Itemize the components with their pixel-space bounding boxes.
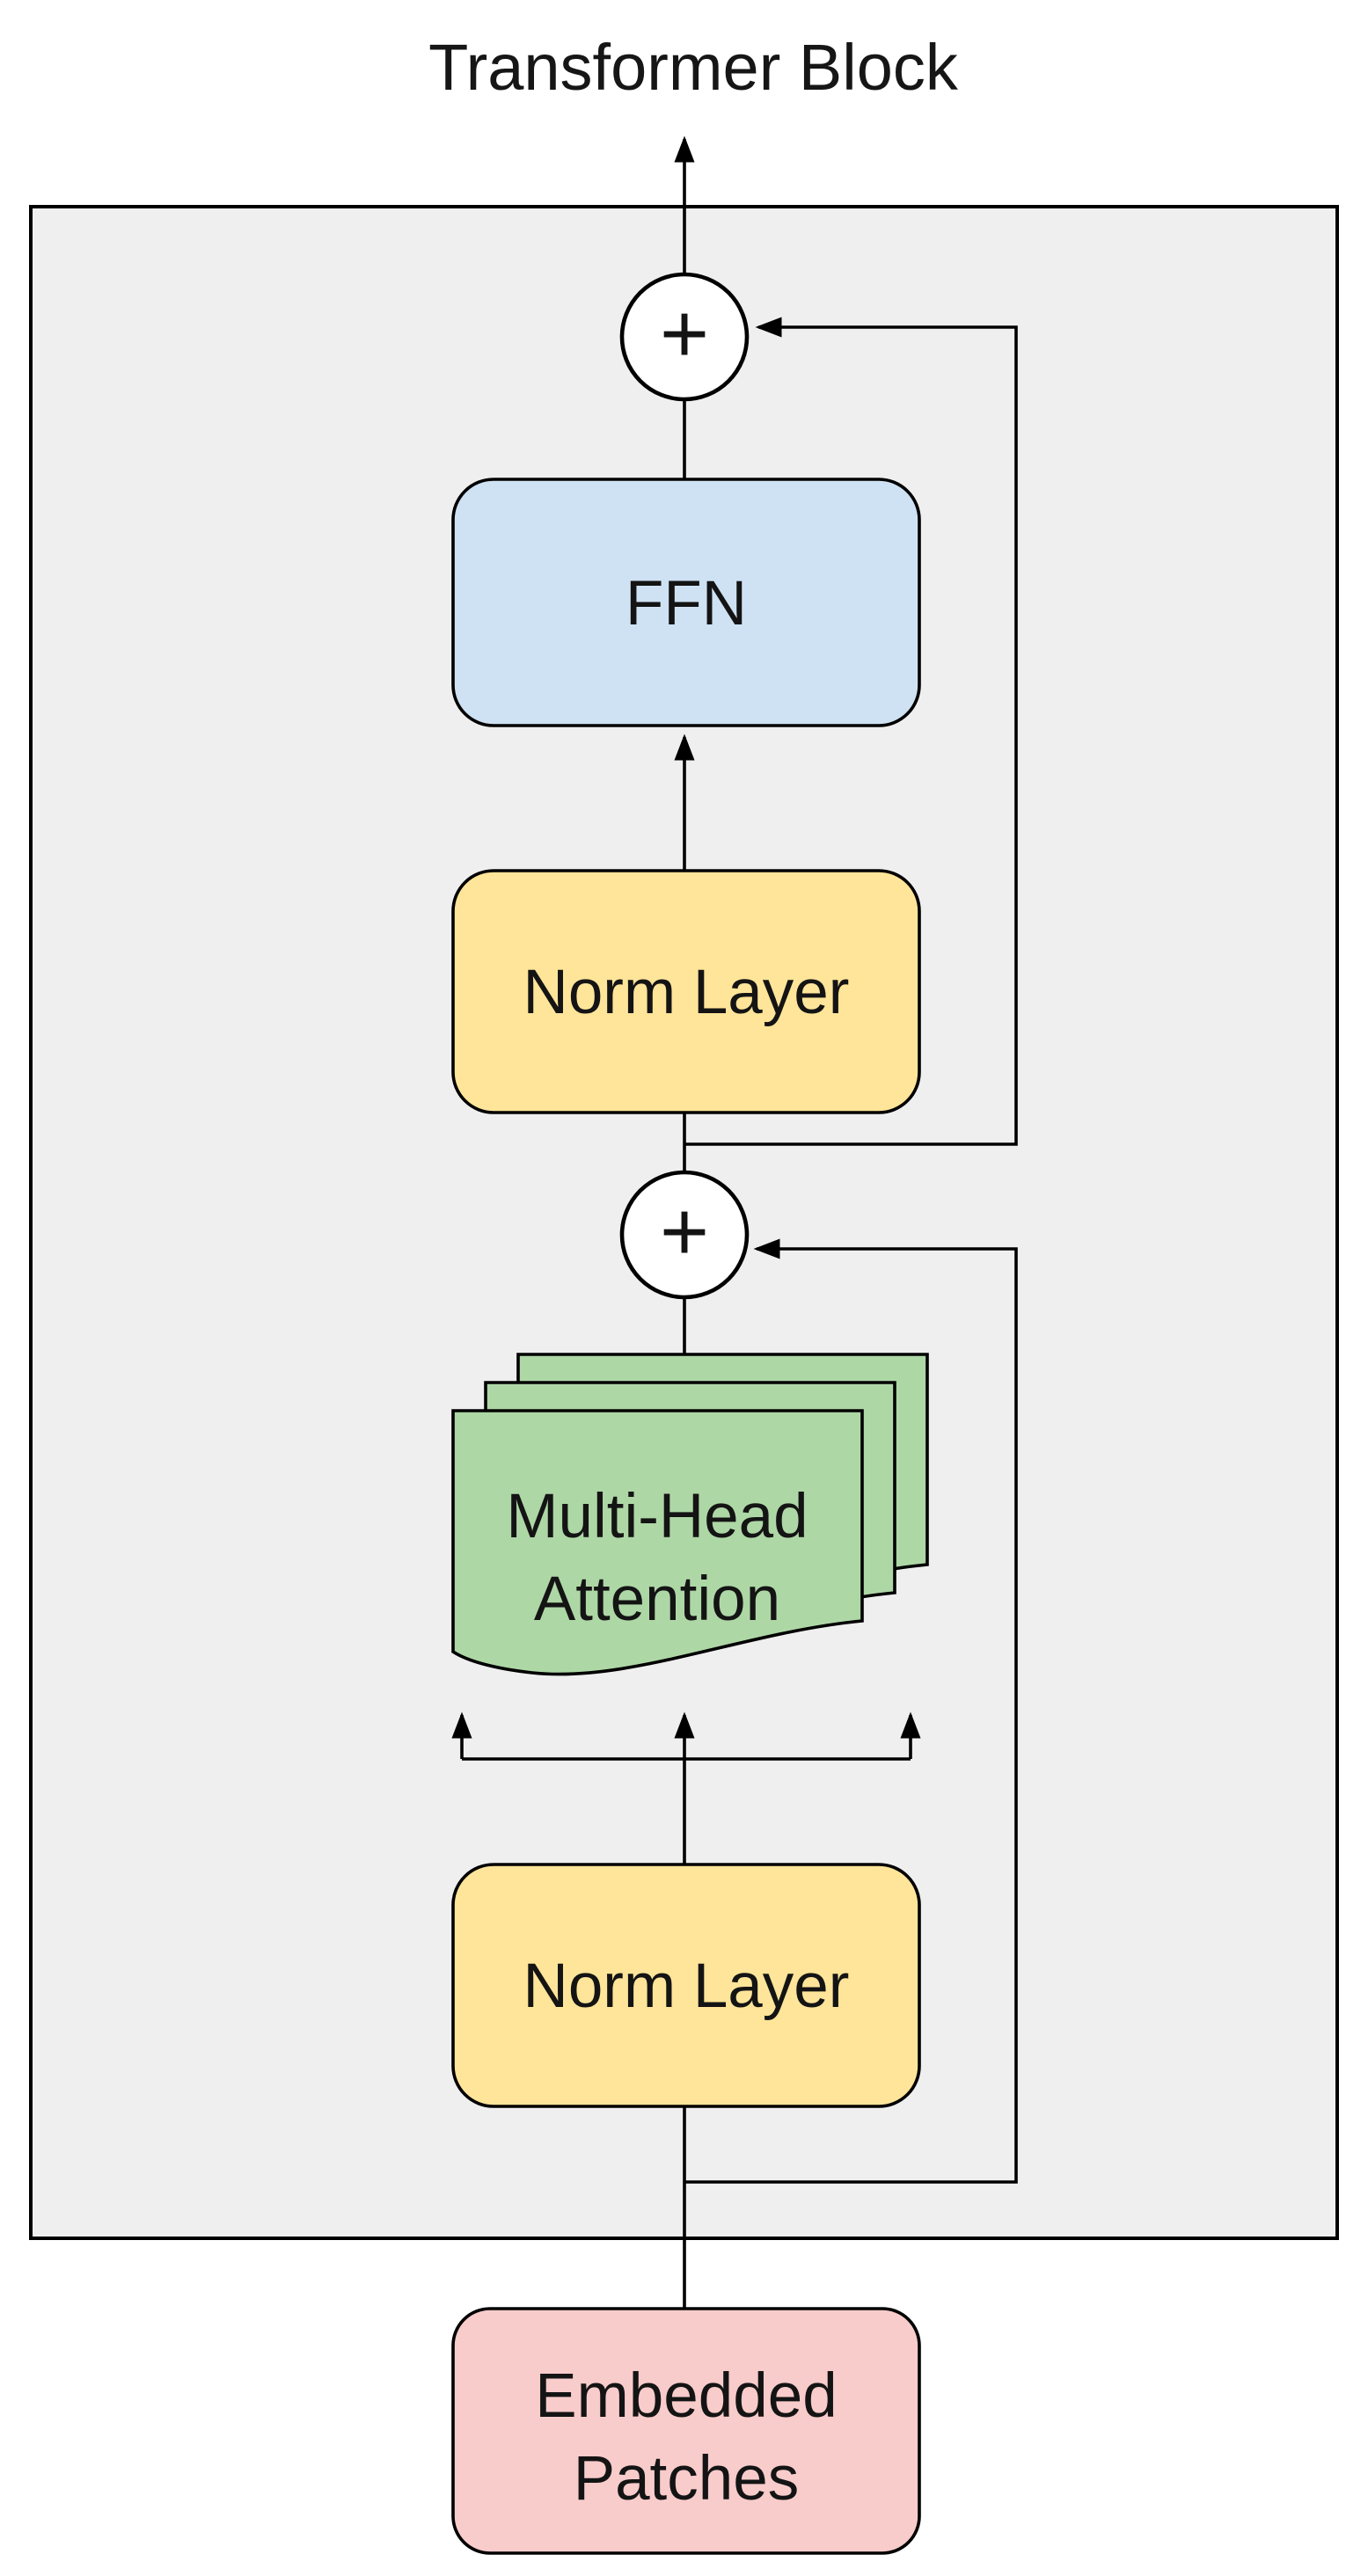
ffn-label: FFN	[625, 569, 747, 639]
embedded-patches-node	[451, 2307, 921, 2555]
norm-layer-bottom-label: Norm Layer	[523, 1952, 850, 2021]
add-circle-top	[619, 272, 750, 402]
embedded-patches-label-line1: Embedded	[535, 2361, 837, 2431]
mha-sheet-front	[451, 1409, 864, 1676]
mha-label-line1: Multi-Head	[506, 1482, 808, 1551]
add-circle-top-plus: +	[660, 287, 709, 381]
norm-layer-top-label: Norm Layer	[523, 958, 850, 1027]
edge-residual-skip-ffn	[684, 317, 1018, 1146]
norm-layer-top-node	[451, 869, 921, 1114]
add-circle-bottom	[619, 1170, 750, 1300]
mha-label-line2: Attention	[534, 1565, 780, 1634]
diagram-title: Transformer Block	[428, 31, 959, 104]
edge-residual-skip-attention	[684, 1238, 1018, 2184]
ffn-node	[451, 478, 921, 727]
add-circle-bottom-plus: +	[660, 1185, 709, 1279]
embedded-patches-label-line2: Patches	[574, 2444, 800, 2514]
norm-layer-bottom-node	[451, 1863, 921, 2108]
